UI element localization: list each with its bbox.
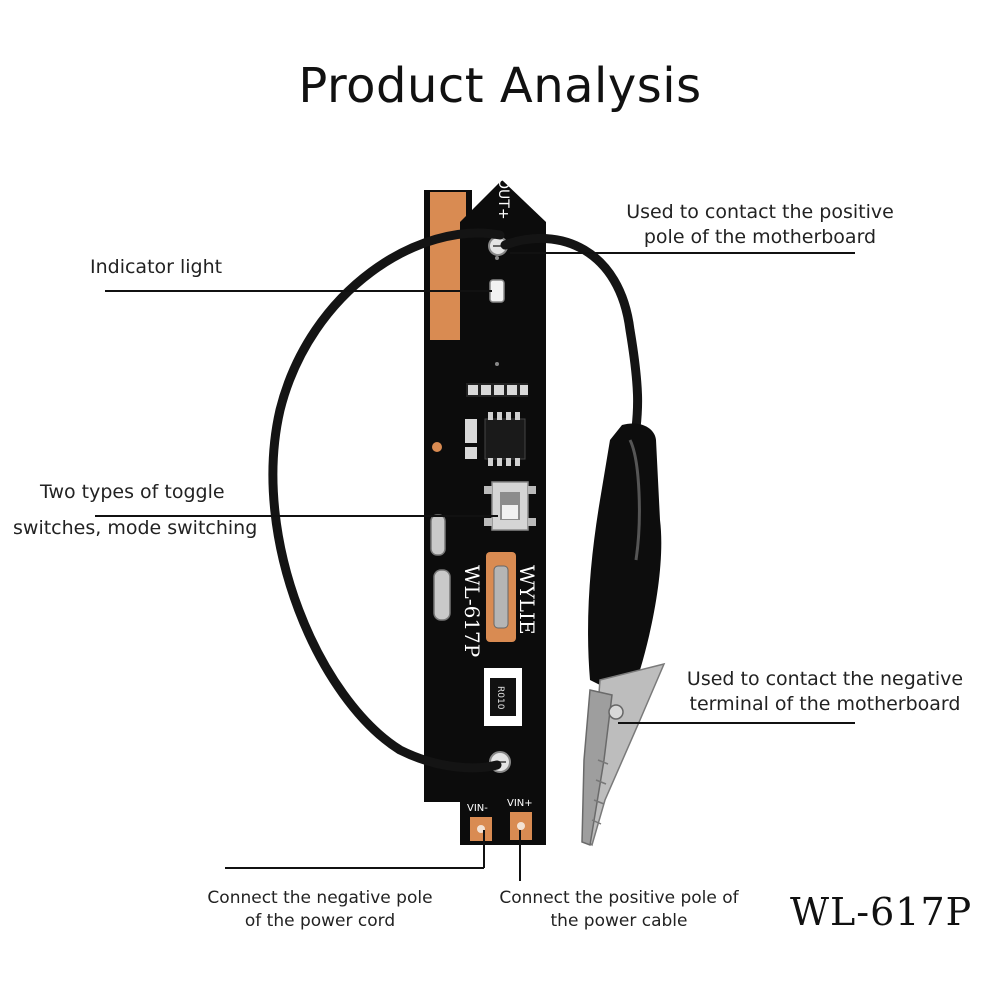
- negative-power-line-1: Connect the negative pole: [207, 888, 433, 908]
- out-plus-label: OUT+: [495, 178, 511, 220]
- vin-plus-label: VIN+: [507, 798, 533, 809]
- positive-pole-callout: Used to contact the positive pole of the…: [600, 200, 920, 250]
- toggle-switch-callout-line-2: switches, mode switching: [13, 517, 258, 539]
- negative-terminal-callout: Used to contact the negative terminal of…: [680, 667, 970, 717]
- resistor-code: R010: [495, 686, 505, 710]
- board-model-label: WL-617P: [460, 565, 484, 657]
- page-title: Product Analysis: [298, 58, 702, 114]
- main-pcb: OUT+ WYL: [460, 178, 546, 845]
- negative-power-line-2: of the power cord: [244, 911, 396, 931]
- test-cable: [268, 228, 643, 773]
- model-number: WL-617P: [790, 890, 973, 934]
- positive-pole-line-1: Used to contact the positive: [626, 201, 894, 223]
- negative-power-callout: Connect the negative pole of the power c…: [190, 887, 450, 933]
- indicator-light-callout: Indicator light: [90, 256, 223, 278]
- negative-terminal-line-2: terminal of the motherboard: [689, 693, 961, 715]
- positive-power-line-1: Connect the positive pole of: [499, 888, 739, 908]
- negative-terminal-line-1: Used to contact the negative: [686, 668, 964, 690]
- callout-lines: [95, 252, 855, 881]
- positive-pole-line-2: pole of the motherboard: [643, 226, 877, 248]
- alligator-clip: [581, 423, 666, 847]
- vin-minus-label: VIN-: [467, 803, 488, 814]
- toggle-switch-callout-line-1: Two types of toggle: [40, 481, 225, 503]
- positive-power-callout: Connect the positive pole of the power c…: [488, 887, 750, 933]
- positive-power-line-2: the power cable: [550, 911, 688, 931]
- board-brand-label: WYLIE: [515, 565, 539, 635]
